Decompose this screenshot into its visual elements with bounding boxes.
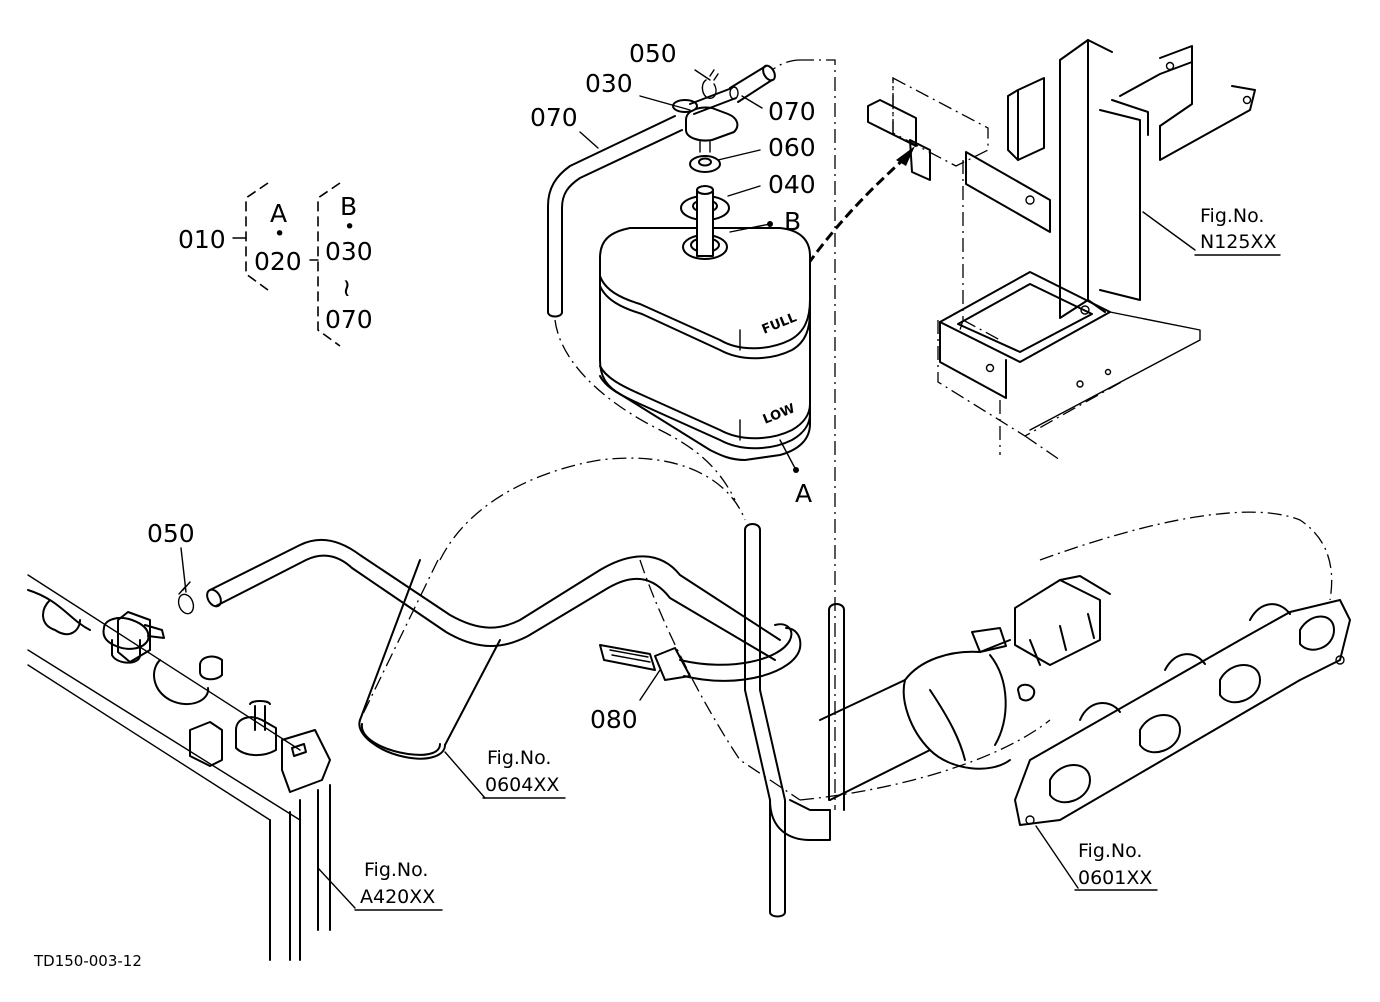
label-030: 030: [585, 69, 633, 98]
label-050-top: 050: [629, 39, 677, 68]
fig-ref-0604-title: Fig.No.: [487, 747, 551, 769]
overflow-hose-lower: [206, 523, 845, 918]
label-060: 060: [768, 133, 816, 162]
fig-ref-n125-code: N125XX: [1200, 231, 1277, 253]
fig-ref-a420-code: A420XX: [360, 886, 435, 908]
air-duct: [358, 559, 501, 760]
parts-legend: 010 A • 020 B • 030 ≀ 070: [178, 182, 373, 347]
exhaust-manifold: [819, 575, 1351, 826]
label-point-b: B: [784, 207, 801, 236]
fig-ref-n125-title: Fig.No.: [1200, 205, 1264, 227]
drawing-id: TD150-003-12: [33, 952, 142, 970]
figure-ref-a420: Fig.No. A420XX: [354, 859, 443, 911]
engine-outline-dashed: [359, 59, 1333, 810]
label-070-right: 070: [768, 97, 816, 126]
fig-ref-0604-code: 0604XX: [485, 774, 559, 796]
part-labels: 050 030 070 070 060 040 B A 050 080: [147, 39, 816, 734]
reserve-tank: FULL LOW: [599, 227, 811, 461]
label-070-left: 070: [530, 103, 578, 132]
overflow-hose-upper: [547, 64, 776, 318]
legend-030: 030: [325, 237, 373, 266]
legend-range-symbol: ≀: [342, 273, 351, 302]
legend-group-a: A: [270, 199, 287, 228]
figure-ref-0604: Fig.No. 0604XX: [482, 747, 566, 799]
fig-ref-0601-code: 0601XX: [1078, 867, 1152, 889]
radiator-outline: [27, 574, 331, 961]
legend-020: 020: [254, 247, 302, 276]
mounting-bracket-assembly: [867, 39, 1256, 461]
leader-lines: [180, 69, 1196, 909]
label-040: 040: [768, 170, 816, 199]
fig-ref-0601-title: Fig.No.: [1078, 840, 1142, 862]
fig-ref-a420-title: Fig.No.: [364, 859, 428, 881]
figure-ref-0601: Fig.No. 0601XX: [1074, 840, 1158, 891]
legend-group-b: B: [340, 192, 357, 221]
legend-010: 010: [178, 225, 226, 254]
cable-tie-080: [599, 623, 802, 682]
legend-separator-a: •: [274, 223, 285, 245]
legend-070: 070: [325, 305, 373, 334]
figure-ref-n125: Fig.No. N125XX: [1194, 205, 1281, 256]
tank-cap-assembly: [672, 69, 739, 260]
legend-separator-b: •: [344, 216, 355, 238]
label-080: 080: [590, 705, 638, 734]
mounting-direction-arrow: [806, 146, 915, 265]
label-050-left: 050: [147, 519, 195, 548]
label-point-a: A: [795, 479, 812, 508]
